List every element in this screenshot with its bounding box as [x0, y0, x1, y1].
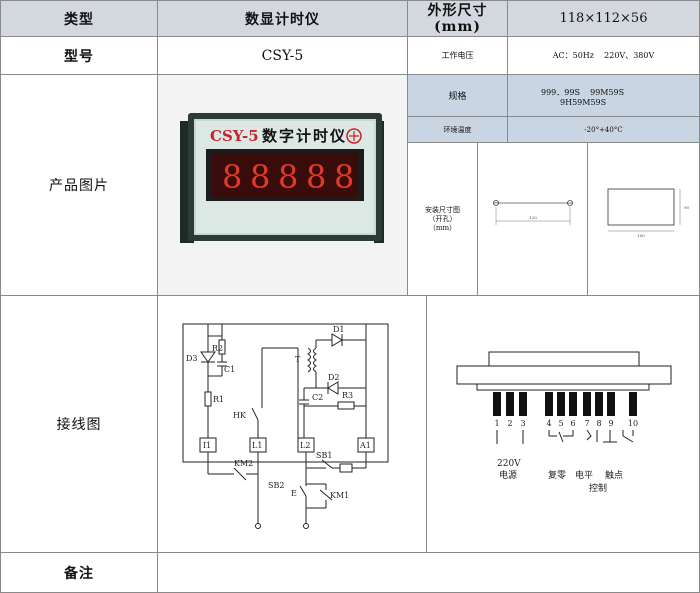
terminal-l1-label: L1 — [252, 441, 262, 450]
pin-bar — [519, 392, 527, 416]
pin-bar — [557, 392, 565, 416]
spec-line-1: 999．99S 99M59S — [541, 88, 625, 97]
install-label: 安装尺寸图 （开孔） （mm） — [407, 142, 478, 296]
model-value: CSY-5 — [157, 36, 408, 75]
label-c2: C2 — [312, 393, 323, 402]
label-hk: HK — [233, 411, 247, 420]
dim-b: 100 — [637, 233, 645, 238]
pin-number: 4 — [546, 419, 551, 428]
pin-bar — [583, 392, 591, 416]
pin-number: 2 — [507, 419, 512, 428]
voltage-label: 工作电压 — [407, 36, 508, 75]
spec-value: 999．99S 99M59S 9H59M59S — [507, 74, 700, 117]
circuit-diagram: R2 C1 D3 R1 HK T D1 D2 C2 R3 KM2 SB1 SB2… — [157, 295, 427, 553]
label-sb1: SB1 — [316, 451, 332, 460]
pin-number: 5 — [558, 419, 563, 428]
led-digit: 8 — [334, 158, 354, 196]
label-d2: D2 — [328, 373, 340, 382]
label-e: E — [291, 489, 297, 498]
label-d3: D3 — [186, 354, 198, 363]
label-km2: KM2 — [234, 459, 253, 468]
product-image-label: 产品图片 — [0, 74, 158, 296]
label-t: T — [295, 355, 301, 364]
terminal-i1-label: I1 — [203, 441, 211, 450]
diode-d3-icon — [200, 351, 216, 363]
led-digit: 8 — [222, 158, 242, 196]
label-r3: R3 — [342, 391, 353, 400]
pin-bar — [607, 392, 615, 416]
control-label: 控制 — [589, 482, 607, 494]
label-c1: C1 — [224, 365, 235, 374]
pin-bar — [493, 392, 501, 416]
led-digit: 8 — [306, 158, 326, 196]
diode-d2-icon — [327, 381, 339, 395]
reset-label: 复零 — [548, 469, 566, 481]
label-d1: D1 — [333, 325, 345, 334]
terminal-a1-label: A1 — [359, 441, 371, 450]
led-digit: 8 — [278, 158, 298, 196]
label-r1: R1 — [213, 395, 224, 404]
level-label: 电平 — [575, 469, 593, 481]
pin-bar — [545, 392, 553, 416]
dim-c: 90 — [684, 205, 690, 210]
label-km1: KM1 — [330, 491, 349, 500]
mounting-hole-icon — [567, 200, 573, 206]
voltage-value: AC：50Hz 220V、380V — [507, 36, 700, 75]
temp-label: 环境温度 — [407, 116, 508, 143]
pin-number: 6 — [570, 419, 575, 428]
pin-number: 8 — [596, 419, 601, 428]
pin-number: 1 — [494, 419, 499, 428]
spec-label: 规格 — [407, 74, 508, 117]
wiring-label: 接线图 — [0, 295, 158, 553]
pin-number: 3 — [520, 419, 525, 428]
transformer-icon — [307, 347, 311, 373]
power-label-cn: 电源 — [499, 469, 517, 481]
terminal-pins — [493, 392, 637, 416]
type-label: 类型 — [0, 0, 158, 37]
led-digit: 8 — [250, 158, 270, 196]
notes-value — [157, 552, 700, 593]
install-drawing-front: 100 90 — [587, 142, 700, 296]
pin-number: 10 — [628, 419, 638, 428]
label-r2: R2 — [212, 344, 223, 353]
pin-bar — [629, 392, 637, 416]
power-label: 220V — [497, 459, 521, 469]
pin-bar — [569, 392, 577, 416]
pin-bar — [506, 392, 514, 416]
dim-a: 120 — [529, 215, 537, 220]
brand-logo-icon — [346, 128, 362, 144]
terminal-l2-label: L2 — [300, 441, 310, 450]
temp-value: -20°+40°C — [507, 116, 700, 143]
notes-label: 备注 — [0, 552, 158, 593]
photo-brand: CSY-5 — [210, 127, 259, 145]
pin-number: 7 — [584, 419, 589, 428]
pin-bar — [595, 392, 603, 416]
type-value: 数显计时仪 — [157, 0, 408, 37]
spec-line-2: 9H59M59S — [560, 98, 607, 107]
size-label: 外形尺寸 (mm) — [407, 0, 508, 37]
size-value: 118×112×56 — [507, 0, 700, 37]
label-sb2: SB2 — [268, 481, 284, 490]
contact-label: 触点 — [605, 469, 623, 481]
photo-title: 数字计时仪 — [262, 127, 347, 145]
mounting-hole-icon — [493, 200, 499, 206]
pin-number: 9 — [608, 419, 613, 428]
install-drawing-side: 120 — [477, 142, 588, 296]
diode-d1-icon — [331, 333, 343, 347]
model-label: 型号 — [0, 36, 158, 75]
